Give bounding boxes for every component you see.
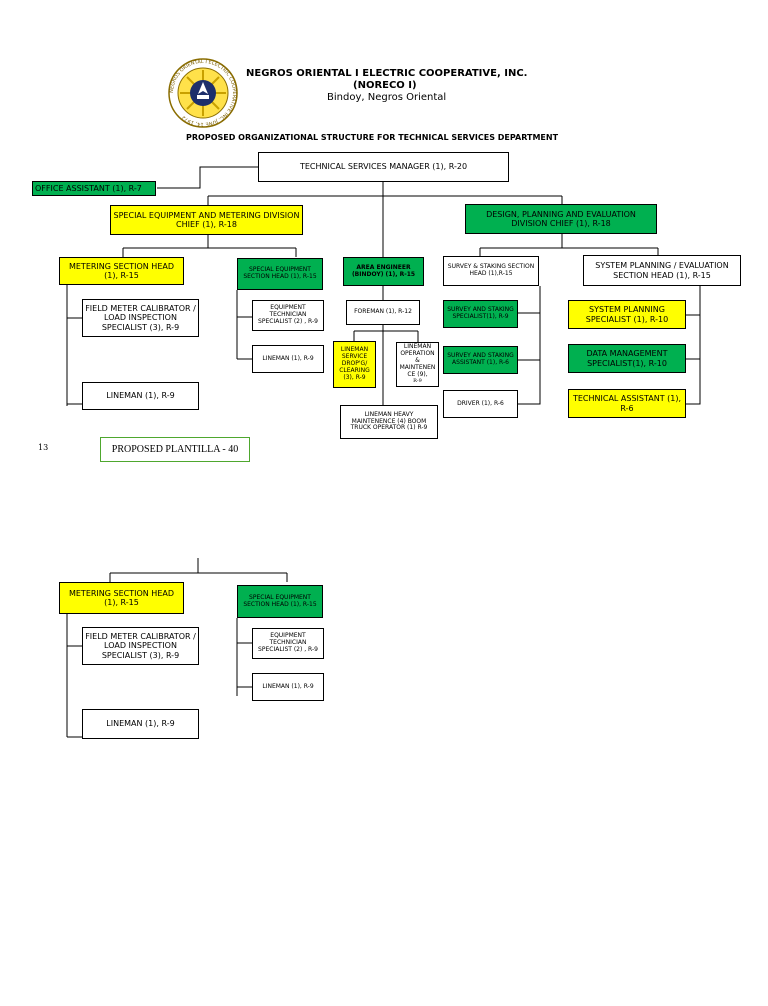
org-location: Bindoy, Negros Oriental	[327, 92, 447, 103]
box-special-equipment-division-chief: SPECIAL EQUIPMENT AND METERING DIVISION …	[110, 205, 303, 235]
box-design-planning-division-chief: DESIGN, PLANNING AND EVALUATION DIVISION…	[465, 204, 657, 234]
box-lineman-operation: LINEMAN OPERATION & MAINTENEN CE (9), R-…	[396, 342, 439, 387]
box-data-management-specialist: DATA MANAGEMENT SPECIALIST(1), R-10	[568, 344, 686, 373]
box-lineman-special: LINEMAN (1), R-9	[252, 345, 324, 373]
box-driver: DRIVER (1), R-6	[443, 390, 518, 418]
org-abbr: (NORECO I)	[353, 80, 417, 91]
fragment-field-meter-calibrator: FIELD METER CALIBRATOR / LOAD INSPECTION…	[82, 627, 199, 665]
lineman-operation-label: LINEMAN OPERATION & MAINTENEN CE (9),	[399, 343, 436, 378]
box-lineman-metering: LINEMAN (1), R-9	[82, 382, 199, 410]
fragment-equipment-technician: EQUIPMENT TECHNICIAN SPECIALIST (2) , R-…	[252, 628, 324, 659]
fragment-metering-section-head: METERING SECTION HEAD (1), R-15	[59, 582, 184, 614]
box-lineman-service-drop: LINEMAN SERVICE DROP'G/ CLEARING (3), R-…	[333, 341, 376, 388]
org-name: NEGROS ORIENTAL I ELECTRIC COOPERATIVE, …	[246, 68, 528, 79]
page-title: PROPOSED ORGANIZATIONAL STRUCTURE FOR TE…	[186, 133, 559, 142]
fragment-lineman-special: LINEMAN (1), R-9	[252, 673, 324, 701]
box-area-engineer: AREA ENGINEER (BINDOY) (1), R-15	[343, 257, 424, 286]
page-number: 13	[38, 443, 49, 452]
box-survey-staking-section-head: SURVEY & STAKING SECTION HEAD (1),R-15	[443, 256, 539, 286]
box-equipment-technician: EQUIPMENT TECHNICIAN SPECIALIST (2) , R-…	[252, 300, 324, 331]
box-survey-staking-assistant: SURVEY AND STAKING ASSISTANT (1), R-6	[443, 346, 518, 374]
box-technical-services-manager: TECHNICAL SERVICES MANAGER (1), R-20	[258, 152, 509, 182]
proposed-plantilla-box: PROPOSED PLANTILLA - 40	[100, 437, 250, 462]
box-technical-assistant: TECHNICAL ASSISTANT (1), R-6	[568, 389, 686, 418]
lineman-operation-rate: R-9	[413, 377, 422, 384]
box-office-assistant: OFFICE ASSISTANT (1), R-7	[32, 181, 156, 196]
fragment-special-equipment-section-head: SPECIAL EQUIPMENT SECTION HEAD (1), R-15	[237, 585, 323, 618]
box-system-planning-section-head: SYSTEM PLANNING / EVALUATION SECTION HEA…	[583, 255, 741, 286]
noreco-seal-logo: NEGROS ORIENTAL I ELECTRIC COOPERATIVE I…	[164, 58, 242, 128]
box-system-planning-specialist: SYSTEM PLANNING SPECIALIST (1), R-10	[568, 300, 686, 329]
box-metering-section-head: METERING SECTION HEAD (1), R-15	[59, 257, 184, 285]
box-field-meter-calibrator: FIELD METER CALIBRATOR / LOAD INSPECTION…	[82, 299, 199, 337]
box-lineman-heavy-maintenance: LINEMAN HEAVY MAINTENENCE (4) BOOM TRUCK…	[340, 405, 438, 439]
fragment-lineman-metering: LINEMAN (1), R-9	[82, 709, 199, 739]
box-special-equipment-section-head: SPECIAL EQUIPMENT SECTION HEAD (1), R-15	[237, 258, 323, 290]
box-foreman: FOREMAN (1), R-12	[346, 300, 420, 325]
box-survey-staking-specialist: SURVEY AND STAKING SPECIALIST(1), R-9	[443, 300, 518, 328]
